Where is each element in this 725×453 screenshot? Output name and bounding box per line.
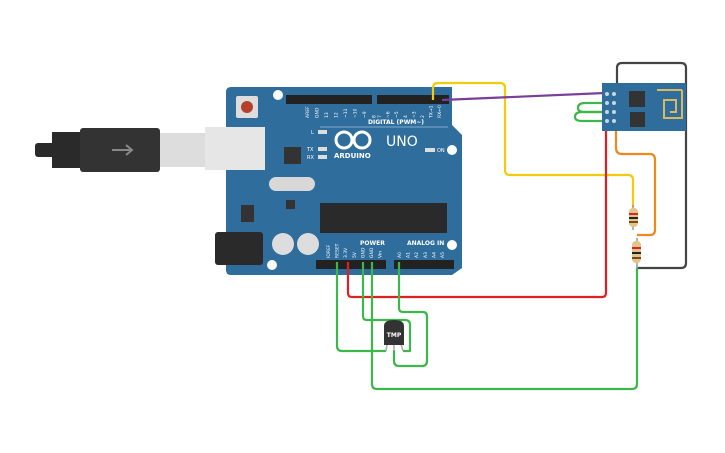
- mount-hole: [267, 260, 277, 270]
- wire-green-gnd2[interactable]: [361, 262, 412, 353]
- led-tx: [318, 147, 327, 151]
- pin-label: TX→1: [429, 105, 435, 119]
- pin-label: 4: [403, 115, 409, 118]
- arduino-uno-board[interactable]: ARDUINO UNO DIGITAL (PWM~) POWER ANALOG …: [205, 87, 462, 275]
- regulator: [241, 205, 254, 222]
- atmega-chip: [320, 203, 447, 233]
- power-header: [316, 260, 386, 269]
- pin-label: A2: [414, 252, 420, 258]
- model-text: UNO: [386, 134, 418, 150]
- antenna: [657, 89, 683, 119]
- pin-label: A5: [440, 252, 446, 258]
- led-rx: [318, 155, 327, 159]
- wire-green-power[interactable]: [335, 262, 386, 353]
- chip-small: [284, 147, 301, 164]
- pin-label: 12: [334, 112, 340, 118]
- pin-label: ~5: [394, 111, 400, 118]
- pin-label: 7: [377, 115, 383, 118]
- power-jack: [215, 232, 263, 265]
- capacitor: [297, 233, 319, 255]
- pin-label: A3: [423, 252, 429, 258]
- resistor-2[interactable]: [632, 238, 641, 268]
- wire-green-gnd[interactable]: [370, 262, 639, 391]
- pin-label: A0: [397, 252, 403, 258]
- power-label: POWER: [360, 240, 385, 247]
- pin-label: GND: [315, 107, 321, 118]
- pin-label: A1: [406, 252, 412, 258]
- pin-label: ~10: [353, 108, 359, 118]
- wire-red[interactable]: [346, 130, 608, 299]
- on-led-label: ON: [437, 148, 445, 154]
- digital-label: DIGITAL (PWM~): [368, 119, 424, 126]
- resistor-1[interactable]: [629, 205, 638, 230]
- capacitor: [272, 233, 294, 255]
- arduino-logo: [334, 130, 372, 150]
- pin-label: RX←0: [437, 105, 443, 118]
- reset-button-cap: [241, 101, 253, 113]
- pin-label: ~3: [411, 111, 417, 118]
- led-l: [318, 130, 327, 134]
- pin-label: ~6: [386, 111, 392, 118]
- esp-chip: [629, 91, 645, 107]
- pin-label: ~9: [362, 111, 368, 118]
- pin-label: AREF: [305, 106, 311, 118]
- led-rx-label: RX: [307, 155, 314, 161]
- mount-hole: [447, 145, 457, 155]
- pin-label: GND: [369, 247, 375, 258]
- digital-header-left: [286, 95, 372, 104]
- pin-label: Vin: [378, 251, 384, 258]
- pin-label: IOREF: [326, 244, 332, 258]
- tmp-temperature-sensor[interactable]: TMP: [384, 320, 404, 352]
- pin-label: 3.3V: [343, 247, 349, 258]
- pin-label: 8: [372, 115, 378, 118]
- pin-label: RESET: [335, 243, 341, 258]
- wire-orange[interactable]: [614, 130, 657, 237]
- wire-green-a0[interactable]: [392, 262, 429, 368]
- pin-label: 13: [324, 112, 330, 118]
- wire-black[interactable]: [615, 61, 688, 270]
- pin-label: GND: [360, 247, 366, 258]
- wire-purple[interactable]: [441, 91, 606, 102]
- led-tx-label: TX: [306, 147, 314, 153]
- mount-hole: [447, 240, 457, 250]
- chip-tiny: [286, 200, 295, 209]
- brand-text: ARDUINO: [334, 152, 371, 160]
- analog-label: ANALOG IN: [407, 240, 444, 247]
- crystal: [269, 177, 315, 191]
- analog-header: [394, 260, 454, 269]
- led-l-label: L: [311, 130, 314, 136]
- wire-yellow[interactable]: [431, 81, 635, 207]
- pin-label: A4: [431, 252, 437, 258]
- pin-label: 5V: [352, 251, 358, 258]
- digital-header-right: [377, 95, 449, 104]
- usb-cable: [35, 128, 206, 172]
- wire-green-loop2[interactable]: [573, 110, 605, 123]
- mount-hole: [273, 90, 283, 100]
- flash-chip: [630, 112, 645, 127]
- wire-green-loop1[interactable]: [576, 101, 605, 114]
- on-led: [425, 148, 435, 152]
- usb-port: [205, 127, 265, 170]
- sensor-label: TMP: [387, 332, 402, 339]
- pin-label: 2: [420, 115, 426, 118]
- pin-label: ~11: [343, 108, 349, 118]
- esp8266-wifi-module[interactable]: [602, 83, 686, 131]
